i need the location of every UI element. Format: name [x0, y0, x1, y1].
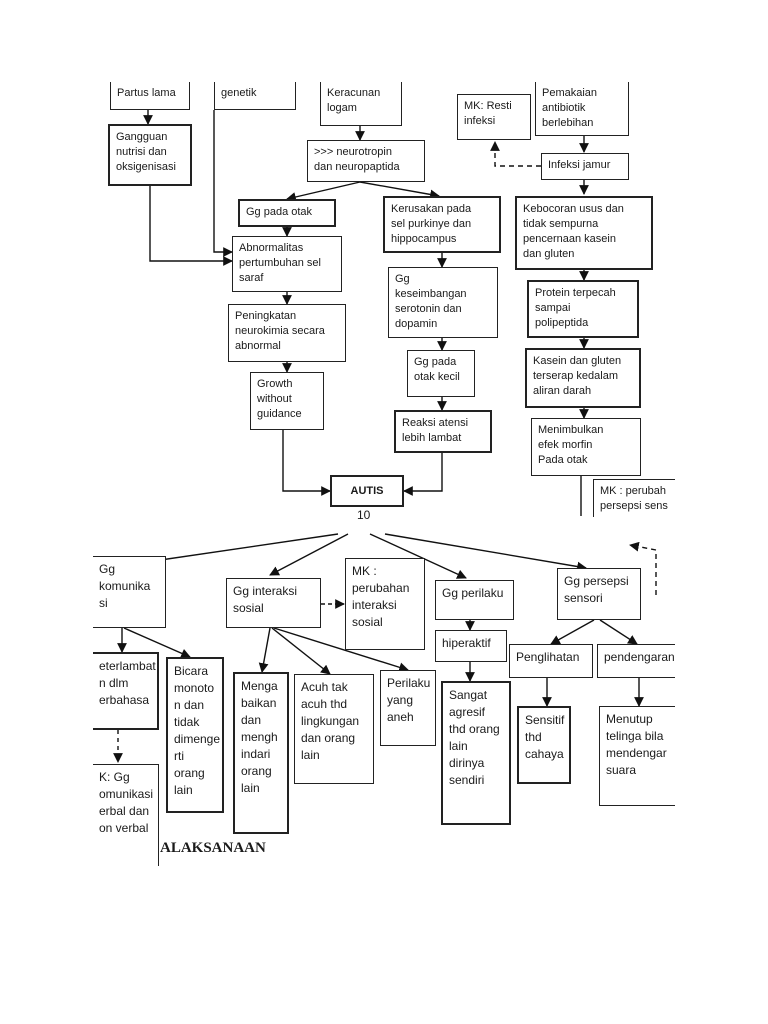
box-keracunan-logam: Keracunan logam	[320, 82, 402, 126]
box-kebocoran-usus: Kebocoran usus dan tidak sempurna pencer…	[515, 196, 653, 270]
box-pendengaran: pendengaran	[597, 644, 675, 678]
box-pemakaian-antibiotik: Pemakaian antibiotik berlebihan	[535, 82, 629, 136]
dashed-infeksi-to-mkresti	[490, 141, 541, 167]
box-neurotropin: >>> neurotropin dan neuropaptida	[307, 140, 425, 182]
box-kasein-gluten: Kasein dan gluten terserap kedalam alira…	[525, 348, 641, 408]
line-reaksi-to-autis	[403, 453, 443, 496]
box-sensitif-cahaya: Sensitif thd cahaya	[517, 706, 571, 784]
box-mk-perubahan-interaksi: MK : perubahan interaksi sosial	[345, 558, 425, 650]
page-number: 10	[357, 508, 371, 522]
box-autis: AUTIS	[330, 475, 404, 507]
line-growth-to-autis	[282, 430, 331, 496]
box-mk-perubahan-persepsi: MK : perubah persepsi sens	[593, 479, 675, 517]
arrow-interaksi-to-acuh	[271, 627, 331, 675]
box-acuh-tak-acuh: Acuh tak acuh thd lingkungan dan orang l…	[294, 674, 374, 784]
box-gg-pada-otak: Gg pada otak	[238, 199, 336, 227]
arrow-komunikasi-to-bicara	[123, 627, 191, 658]
box-gg-interaksi-sosial: Gg interaksi sosial	[226, 578, 321, 628]
arrow-autis-to-komunikasi	[139, 533, 339, 567]
arrow-autis-to-interaksi	[269, 533, 349, 576]
box-gg-komunikasi: Gg komunika si	[93, 556, 166, 628]
arrow-interaksi-to-perilakuaneh	[273, 627, 409, 673]
box-hiperaktif: hiperaktif	[435, 630, 507, 662]
arrow-persepsi-to-penglihatan	[550, 619, 595, 645]
box-kerusakan-purkinye: Kerusakan pada sel purkinye dan hippocam…	[383, 196, 501, 253]
box-reaksi-atensi: Reaksi atensi lebih lambat	[394, 410, 492, 453]
arrow-interaksi-to-mengabaikan	[258, 627, 271, 673]
box-partus-lama: Partus lama	[110, 82, 190, 110]
box-infeksi-jamur: Infeksi jamur	[541, 153, 629, 180]
arrow-neurotropin-to-ggotak	[286, 181, 361, 202]
box-protein-terpecah: Protein terpecah sampai polipeptida	[527, 280, 639, 338]
arrow-persepsi-to-pendengaran	[599, 619, 638, 645]
line-genetik-to-abnormalitas	[213, 110, 233, 257]
box-terlambat: eterlambat n dlm erbahasa	[93, 652, 159, 730]
box-mk-resti-infeksi: MK: Resti infeksi	[457, 94, 531, 140]
box-menimbulkan-morfin: Menimbulkan efek morfin Pada otak	[531, 418, 641, 476]
line-gangguan-to-abnormalitas	[149, 186, 233, 266]
box-mk-gg-komunikasi: K: Gg omunikasi erbal dan on verbal	[93, 764, 159, 866]
box-menutup-telinga: Menutup telinga bila mendengar suara	[599, 706, 675, 806]
arrow-autis-to-persepsi	[384, 533, 587, 572]
box-bicara-monoton: Bicara monoto n dan tidak dimenge rti or…	[166, 657, 224, 813]
box-perilaku-aneh: Perilaku yang aneh	[380, 670, 436, 746]
arrow-autis-to-perilaku	[369, 533, 467, 579]
section-heading-penatalaksanaan: ALAKSANAAN	[160, 840, 266, 856]
box-peningkatan-neurokimia: Peningkatan neurokimia secara abnormal	[228, 304, 346, 362]
box-mengabaikan: Menga baikan dan mengh indari orang lain	[233, 672, 289, 834]
box-gangguan-nutrisi: Gangguan nutrisi dan oksigenisasi	[108, 124, 192, 186]
box-abnormalitas: Abnormalitas pertumbuhan sel saraf	[232, 236, 342, 292]
box-gg-perilaku: Gg perilaku	[435, 580, 514, 620]
box-gg-persepsi-sensori: Gg persepsi sensori	[557, 568, 641, 620]
dashed-persepsi-to-mkpersepsi	[629, 541, 657, 595]
box-genetik: genetik	[214, 82, 296, 110]
box-sangat-agresif: Sangat agresif thd orang lain dirinya se…	[441, 681, 511, 825]
box-gg-keseimbangan: Gg keseimbangan serotonin dan dopamin	[388, 267, 498, 338]
box-growth-without: Growth without guidance	[250, 372, 324, 430]
arrow-neurotropin-to-kerusakan	[359, 181, 440, 200]
box-penglihatan: Penglihatan	[509, 644, 593, 678]
box-gg-otak-kecil: Gg pada otak kecil	[407, 350, 475, 397]
